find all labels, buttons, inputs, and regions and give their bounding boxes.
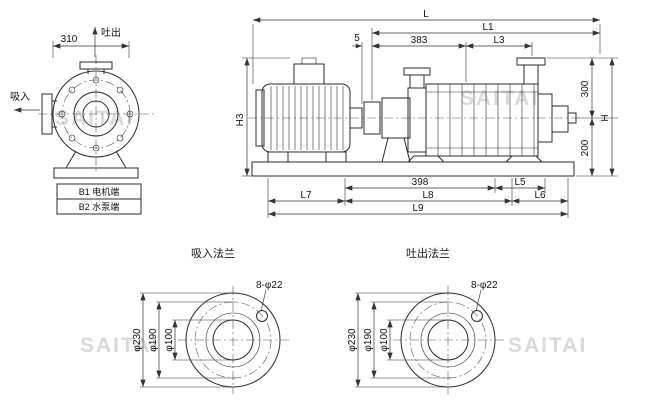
dim-L-label: L bbox=[423, 9, 429, 20]
discharge-top-flange bbox=[516, 57, 546, 66]
dim-300-label: 300 bbox=[580, 80, 591, 97]
discharge-flange-bolt-circle-dia-label: φ190 bbox=[363, 328, 374, 352]
end-bearing bbox=[551, 105, 569, 133]
discharge-flange-outer-dia-label: φ230 bbox=[347, 328, 358, 352]
pump-side-view: L L1 5 383 L3 H3 300 200 H 398 bbox=[235, 9, 618, 218]
suction-flange-stub bbox=[41, 93, 53, 135]
dim-H-label: H bbox=[600, 114, 611, 121]
shaft-end bbox=[567, 112, 577, 124]
motor bbox=[255, 57, 351, 163]
discharge-flange-drawing: 吐出法兰 8-φ22 φ230 φ190 φ100 bbox=[347, 246, 505, 394]
dim-L9-label: L9 bbox=[412, 203, 424, 214]
discharge-flange-stub bbox=[79, 61, 113, 70]
suction-flange-title: 吸入法兰 bbox=[191, 246, 235, 260]
fan-cover bbox=[255, 89, 265, 147]
dim-L7-label: L7 bbox=[300, 190, 312, 201]
bearing-bracket bbox=[381, 97, 411, 163]
suction-flange-bolt-circle-dia-label: φ190 bbox=[148, 328, 159, 352]
dim-H3-label: H3 bbox=[235, 113, 246, 126]
suction-flange-drawing: 吸入法兰 8-φ22 φ230 φ190 φ100 bbox=[132, 246, 290, 394]
dim-L8-label: L8 bbox=[422, 190, 434, 201]
dim-398-label: 398 bbox=[412, 177, 429, 188]
watermarks: SAITAI SAITAI SAITAI SAITAI bbox=[55, 87, 587, 357]
bolt-hole bbox=[471, 310, 483, 322]
watermark-text: SAITAI bbox=[80, 334, 159, 357]
suction-direction-label: 吸入 bbox=[10, 92, 30, 103]
discharge-flange-bolt-note: 8-φ22 bbox=[471, 280, 498, 291]
motor-end-note: B1 电机端 bbox=[79, 186, 120, 197]
dim-383-label: 383 bbox=[411, 35, 428, 46]
dim-L1-label: L1 bbox=[482, 22, 494, 33]
terminal-box bbox=[293, 63, 325, 85]
suction-flange-outer-dia-label: φ230 bbox=[132, 328, 143, 352]
discharge-flange-bore-dia-label: φ100 bbox=[379, 328, 390, 352]
watermark-text: SAITAI bbox=[460, 87, 539, 110]
suction-flange-bolt-note: 8-φ22 bbox=[256, 280, 283, 291]
dim-L6-label: L6 bbox=[534, 190, 546, 201]
volute-casing bbox=[52, 70, 140, 158]
watermark-text: SAITAI bbox=[508, 334, 587, 357]
suction-top-flange bbox=[403, 67, 431, 76]
dim-310-label: 310 bbox=[61, 34, 78, 45]
pump-front-view: 310 吐出 吸入 B1 电机端 B2 水泵端 bbox=[10, 26, 155, 215]
discharge-direction-label: 吐出 bbox=[101, 26, 121, 39]
suction-flange-bore-dia-label: φ100 bbox=[164, 328, 175, 352]
dim-L5-label: L5 bbox=[514, 177, 526, 188]
dim-5-label: 5 bbox=[354, 33, 360, 44]
discharge-flange-title: 吐出法兰 bbox=[406, 246, 450, 260]
coupling bbox=[349, 101, 381, 135]
base-plate bbox=[251, 161, 575, 177]
pump-end-note: B2 水泵端 bbox=[79, 201, 120, 212]
pump-base bbox=[53, 167, 139, 179]
dim-200-label: 200 bbox=[580, 139, 591, 156]
dim-L3-label: L3 bbox=[493, 35, 505, 46]
pump-casing bbox=[403, 57, 577, 163]
bolt-hole bbox=[256, 310, 268, 322]
note-box-b2 bbox=[56, 198, 142, 215]
